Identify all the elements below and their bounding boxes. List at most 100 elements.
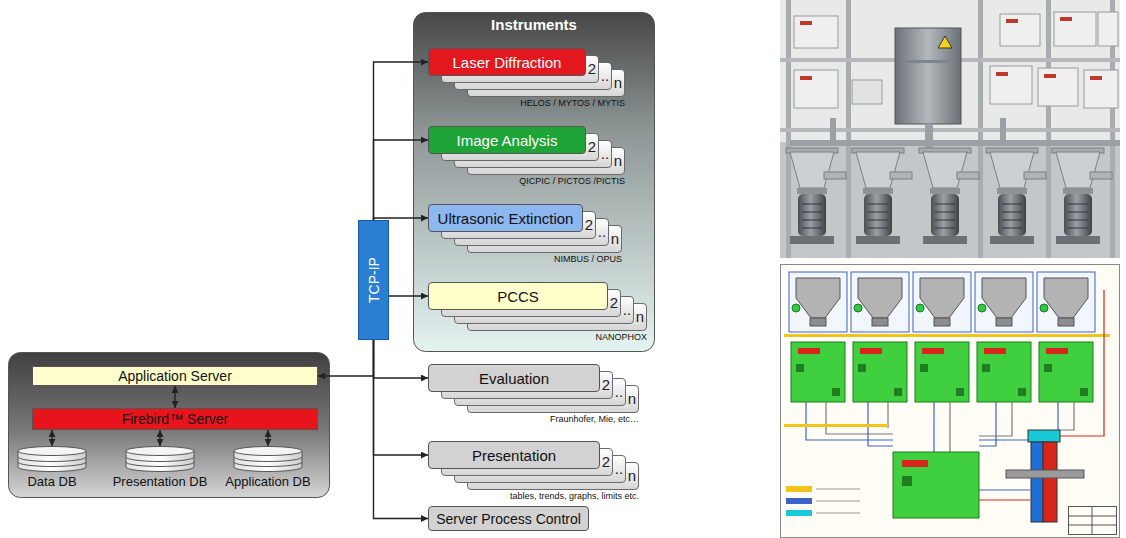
panel-background [9, 353, 330, 498]
connector [389, 295, 428, 296]
database-cylinder [18, 462, 86, 467]
plant-schematic [851, 272, 909, 402]
lab-photo [1006, 19, 1018, 23]
stack-index: .. [596, 219, 608, 245]
server-bar: Application Server [32, 366, 318, 386]
box-front: Image Analysis [428, 126, 586, 154]
stack-index: .. [599, 141, 611, 167]
model-list: NIMBUS / OPUS [428, 254, 622, 264]
stack-index: n [609, 226, 621, 252]
stack-index: n [626, 386, 638, 412]
stack-index: n [612, 70, 624, 96]
model-list: QICPIC / PICTOS /PICTIS [428, 176, 625, 186]
bus-label: TCP-IP [366, 257, 382, 303]
lab-photo [800, 21, 812, 25]
plant-schematic [949, 402, 950, 452]
connector [174, 386, 175, 408]
box-front: PCCS [428, 282, 608, 310]
plant-schematic [975, 272, 1033, 402]
box-front: Ultrasonic Extinction [428, 204, 583, 232]
stack-index: 2 [586, 134, 598, 160]
lab-photo [780, 0, 1120, 258]
box-label: Server Process Control [436, 511, 581, 527]
lab-photo [1052, 148, 1112, 244]
instrument-stack: Image Analysis2..nQICPIC / PICTOS /PICTI… [428, 126, 625, 189]
database-cylinder [18, 447, 86, 456]
lab-photo [1038, 68, 1078, 106]
panel-title: Instruments [413, 12, 655, 33]
network-bus-box: TCP-IP [358, 220, 389, 340]
database-cylinder [17, 446, 87, 473]
database-cylinder [234, 462, 302, 467]
stack-index: 2 [586, 56, 598, 82]
lab-photo [780, 0, 1120, 258]
box-label: Firebird™ Server [122, 411, 229, 427]
stack-index: .. [613, 379, 625, 405]
box-label: PCCS [497, 288, 539, 305]
box-label: Laser Diffraction [453, 54, 562, 71]
model-list: tables, trends, graphs, limits etc. [428, 491, 639, 501]
lab-photo [830, 118, 836, 142]
plant-schematic [913, 272, 971, 402]
plant-schematic [979, 402, 1012, 436]
lab-photo [794, 16, 838, 48]
plant-schematic [1037, 272, 1095, 402]
db-label: Data DB [17, 474, 87, 489]
database-cylinder [126, 462, 194, 467]
db-label: Presentation DB [111, 474, 210, 489]
lab-photo [990, 66, 1032, 104]
module-stack: Presentation2..ntables, trends, graphs, … [428, 441, 639, 504]
plant-schematic [902, 476, 912, 486]
lab-photo [786, 148, 846, 244]
plant-schematic [816, 489, 860, 490]
stack-index: n [626, 463, 638, 489]
lab-photo [852, 80, 882, 104]
plant-schematic [784, 334, 1110, 337]
model-list: Fraunhofer, Mie, etc… [428, 414, 639, 424]
lab-photo [938, 36, 952, 48]
plant-schematic [1092, 506, 1093, 534]
lab-photo [895, 28, 961, 124]
plant-schematic [826, 402, 893, 434]
box-front: Presentation [428, 441, 600, 469]
plant-schematic [816, 513, 860, 514]
server-bar: Firebird™ Server [32, 408, 318, 430]
box-label: Presentation [472, 447, 556, 464]
box-front: Laser Diffraction [428, 48, 586, 76]
database-cylinder [125, 446, 195, 473]
plant-schematic [902, 460, 928, 467]
instrument-stack: Laser Diffraction2..nHELOS / MYTOS / MYT… [428, 48, 625, 111]
plant-schematic [893, 452, 979, 518]
panel-background [414, 13, 655, 352]
plant-schematic [806, 402, 893, 440]
box-label: Evaluation [479, 370, 549, 387]
database: Presentation DB [111, 446, 210, 489]
database-cylinder [234, 457, 302, 462]
instrument-stack: Ultrasonic Extinction2..nNIMBUS / OPUS [428, 204, 622, 267]
stack-index: 2 [608, 290, 620, 316]
stack-index: n [612, 148, 624, 174]
plant-schematic [789, 272, 847, 402]
panel-backgrounds [9, 13, 655, 498]
stack-index: 2 [600, 372, 612, 398]
plant-schematic [1069, 507, 1117, 535]
database: Data DB [17, 446, 87, 489]
plant-schematic [786, 510, 812, 516]
stack-index: .. [599, 63, 611, 89]
lab-photo [800, 76, 812, 80]
plant-schematic [1006, 470, 1084, 478]
database-cylinder [18, 457, 86, 462]
database: Application DB [223, 446, 313, 489]
connector [374, 140, 429, 220]
plant-schematic [786, 498, 812, 504]
plant-schematic [786, 486, 812, 492]
plant-schematic [979, 499, 1030, 500]
connector [51, 430, 52, 446]
plant-schematic [1028, 430, 1060, 442]
lab-photo [780, 0, 1120, 142]
plant-schematic [933, 402, 934, 452]
lab-photo [905, 60, 951, 63]
box-front: Evaluation [428, 364, 600, 392]
